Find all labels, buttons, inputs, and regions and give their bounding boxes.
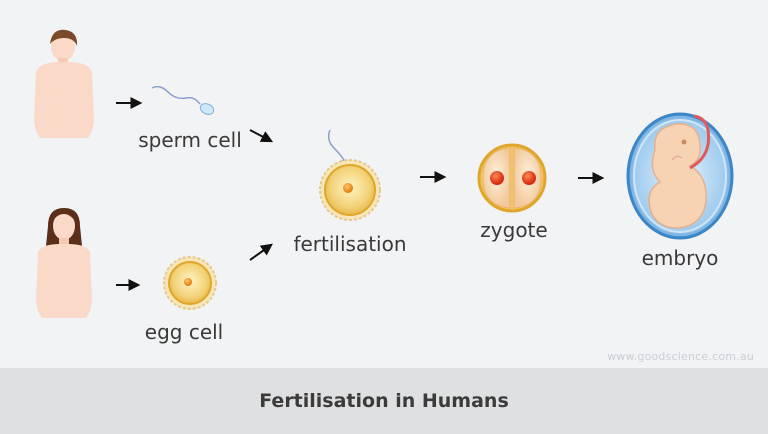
fertilisation-diagram (34, 29, 734, 318)
fertilised-egg-icon (319, 129, 381, 221)
embryo-label: embryo (641, 246, 719, 270)
egg-cell-label: egg cell (144, 320, 224, 344)
fertilisation-label: fertilisation (293, 232, 407, 256)
sperm-cell-label: sperm cell (138, 128, 242, 152)
zygote-label: zygote (480, 218, 548, 242)
arrow-sperm-to-fertilisation (249, 129, 274, 143)
arrow-icon (116, 97, 605, 291)
caption-bar: Fertilisation in Humans (0, 368, 768, 434)
watermark: www.goodscience.com.au (607, 350, 754, 363)
sperm-cell-icon (151, 85, 215, 115)
female-figure-icon (36, 208, 92, 318)
male-figure-icon (34, 29, 94, 138)
zygote-icon (477, 143, 547, 213)
caption-title: Fertilisation in Humans (259, 390, 509, 412)
arrow-egg-to-fertilisation (249, 243, 273, 261)
egg-cell-icon (163, 256, 217, 310)
embryo-icon (626, 112, 734, 240)
